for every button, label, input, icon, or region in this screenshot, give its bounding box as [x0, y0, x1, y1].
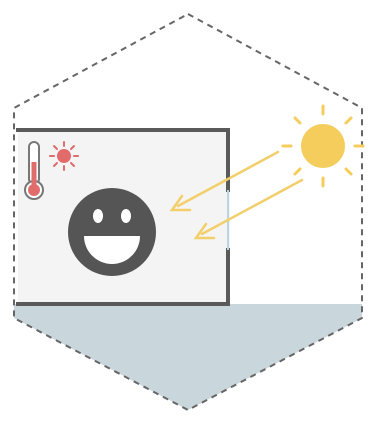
sun-icon: [283, 106, 363, 186]
happy-face-icon: [68, 188, 156, 276]
floor-ground: [0, 304, 372, 422]
heat-sun-icon: [50, 142, 78, 170]
